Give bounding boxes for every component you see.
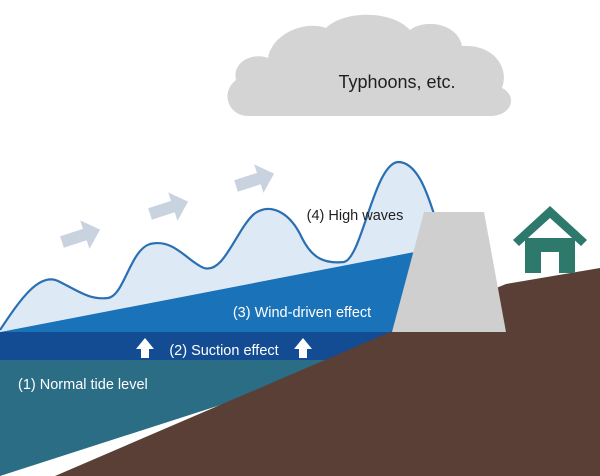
up-arrow-icon <box>294 338 312 358</box>
suction-label: (2) Suction effect <box>169 343 278 359</box>
suction-arrow-right <box>294 338 312 358</box>
high-waves-label: (4) High waves <box>307 208 404 224</box>
suction-layer <box>0 332 392 360</box>
wind-arrows <box>60 164 275 249</box>
wind-arrow-icon <box>148 192 189 221</box>
high-waves-area <box>0 162 434 332</box>
wind-driven-label: (3) Wind-driven effect <box>233 305 371 321</box>
high-waves-line <box>0 160 436 331</box>
house-icon <box>513 206 587 273</box>
up-arrow-icon <box>136 338 154 358</box>
seawall <box>392 212 506 332</box>
wind-arrow-icon <box>234 164 275 193</box>
normal-tide-label: (1) Normal tide level <box>18 377 148 393</box>
suction-arrow-left <box>136 338 154 358</box>
ocean-deep-left <box>0 360 60 476</box>
wind-arrow-icon <box>60 220 101 249</box>
cloud-icon <box>227 14 512 116</box>
cloud-label: Typhoons, etc. <box>338 72 455 92</box>
